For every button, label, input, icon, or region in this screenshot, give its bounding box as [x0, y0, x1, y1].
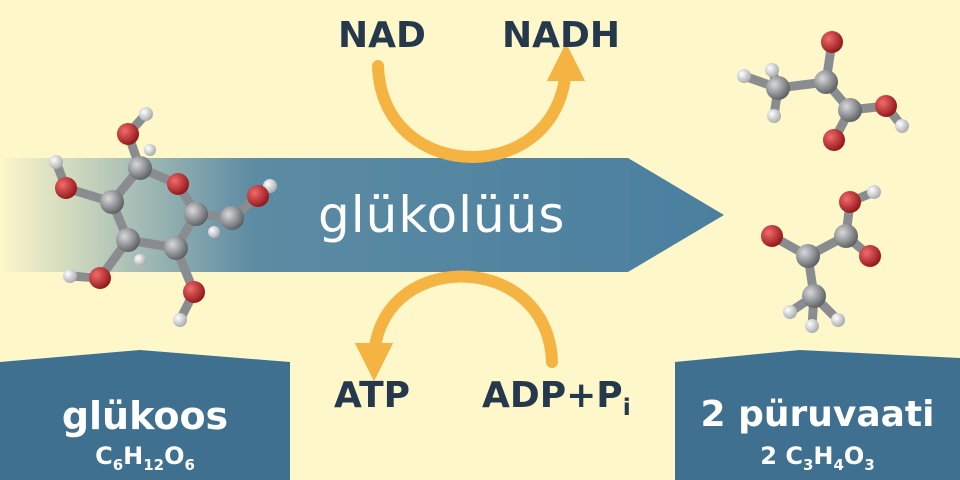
nad-nadh-arrow: [372, 42, 586, 163]
formula-count: 3: [864, 456, 875, 474]
formula-count: 12: [143, 456, 165, 474]
pyruvate-name: 2 püruvaati: [700, 394, 935, 435]
adp-atp-arrow: [354, 270, 558, 382]
formula-count: 6: [184, 456, 195, 474]
atp-label: ATP: [334, 375, 411, 416]
formula-coefficient: 2: [760, 442, 777, 470]
formula-count: 6: [112, 456, 124, 474]
pyruvate-formula: 2 C3H4O3: [675, 442, 960, 474]
nadh-label: NADH: [502, 15, 621, 56]
adp-label: ADP+Pi: [482, 375, 631, 419]
process-label: glükolüüs: [318, 186, 566, 244]
glucose-name: glükoos: [61, 394, 229, 438]
formula-element: H: [813, 442, 834, 470]
adp-subscript: i: [622, 393, 631, 422]
glucose-panel: [0, 350, 290, 480]
adp-text: ADP+P: [482, 375, 623, 416]
formula-element: C: [785, 442, 803, 470]
glucose-formula: C6H12O6: [0, 442, 290, 474]
formula-count: 3: [802, 456, 814, 474]
formula-element: O: [164, 442, 185, 470]
nad-label: NAD: [338, 15, 426, 56]
formula-element: H: [123, 442, 144, 470]
pyruvate-panel: [675, 350, 960, 480]
formula-count: 4: [833, 456, 844, 474]
formula-element: O: [843, 442, 865, 470]
pyruvate-molecule-1: [737, 31, 909, 151]
pyruvate-molecule-2: [761, 185, 881, 333]
formula-element: C: [95, 442, 113, 470]
glucose-atoms: [49, 107, 277, 327]
